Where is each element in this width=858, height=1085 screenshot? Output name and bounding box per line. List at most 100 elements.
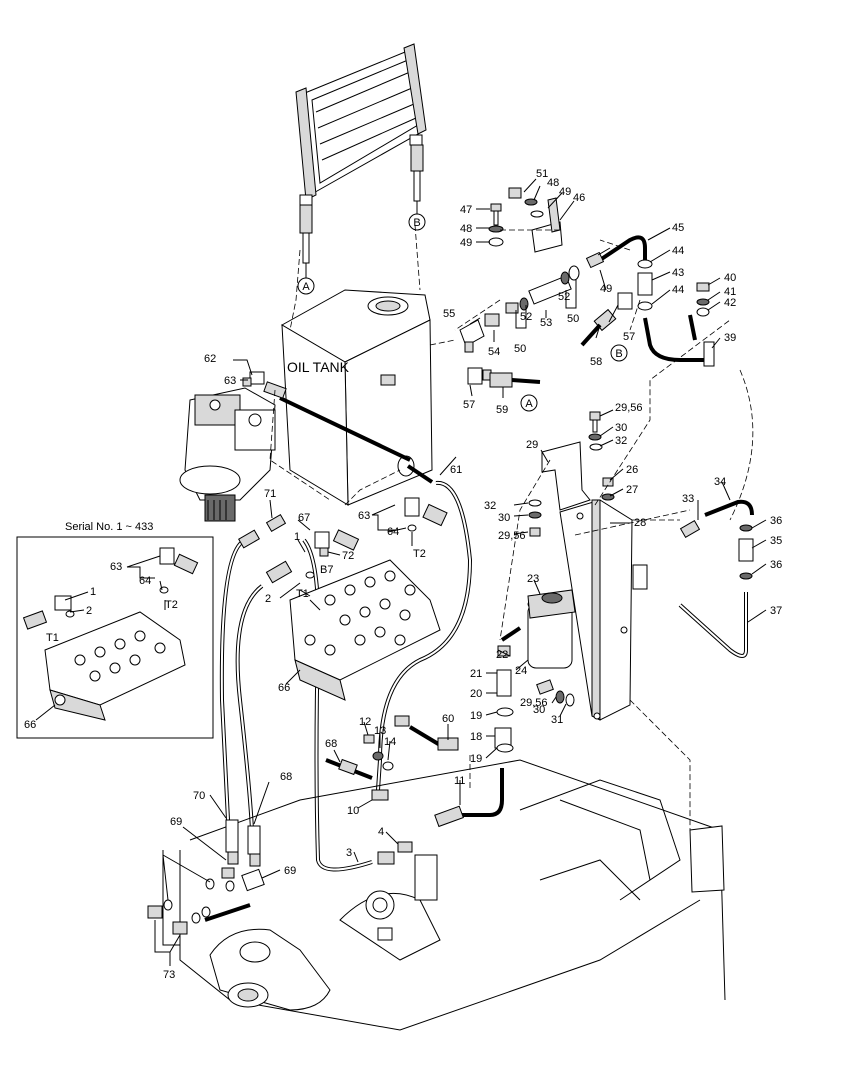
hose-32-33 bbox=[738, 524, 754, 580]
label-31: 34 bbox=[714, 476, 726, 488]
fitting-51 bbox=[484, 313, 500, 327]
label-62b: 63 bbox=[110, 561, 122, 573]
label-22: 24 bbox=[515, 665, 527, 677]
label-53a: 57 bbox=[463, 399, 475, 411]
label-44a: 48 bbox=[547, 177, 559, 189]
label-59: 60 bbox=[442, 713, 454, 725]
tank-plug bbox=[380, 374, 396, 386]
label-71: 72 bbox=[342, 550, 354, 562]
control-valve-main bbox=[289, 559, 441, 701]
marker-b-top: B bbox=[408, 213, 426, 231]
fitting-30 bbox=[679, 519, 701, 539]
label-28c: 30 bbox=[533, 704, 545, 716]
label-45b: 49 bbox=[460, 237, 472, 249]
fittings-10-14 bbox=[363, 734, 394, 801]
label-t1a: T1 bbox=[296, 588, 309, 600]
pump-fitting bbox=[242, 371, 411, 462]
label-36: 40 bbox=[724, 272, 736, 284]
label-67: 68 bbox=[280, 771, 292, 783]
label-27a: 29,56 bbox=[615, 402, 643, 414]
label-40a: 44 bbox=[672, 245, 684, 257]
label-14: 14 bbox=[384, 736, 396, 748]
connection-dashes bbox=[269, 224, 754, 830]
label-48b: 50 bbox=[514, 343, 526, 355]
label-40b: 44 bbox=[672, 284, 684, 296]
label-29-56a: 32 bbox=[615, 435, 627, 447]
label-69: 70 bbox=[193, 790, 205, 802]
bolts-36-38 bbox=[696, 282, 710, 317]
label-64a: 66 bbox=[278, 682, 290, 694]
label-57: 68 bbox=[325, 738, 337, 750]
label-19: 21 bbox=[470, 668, 482, 680]
label-1a: 1 bbox=[294, 531, 300, 543]
tee-52 bbox=[459, 319, 485, 353]
label-34: 37 bbox=[770, 605, 782, 617]
fitting-53-right bbox=[617, 292, 633, 310]
label-33a: 36 bbox=[770, 515, 782, 527]
label-68a: 69 bbox=[170, 816, 182, 828]
label-26: 29 bbox=[526, 439, 538, 451]
label-2a: 2 bbox=[265, 593, 271, 605]
label-68b: 69 bbox=[284, 865, 296, 877]
label-32: 35 bbox=[770, 535, 782, 547]
part-labels: 51 48 49 46 47 48 49 45 44 43 44 40 41 4… bbox=[24, 168, 782, 981]
label-49a: 52 bbox=[558, 291, 570, 303]
label-51: 54 bbox=[488, 346, 500, 358]
label-49b: 52 bbox=[520, 311, 532, 323]
label-48a: 50 bbox=[567, 313, 579, 325]
cooler-fitting-a bbox=[299, 204, 313, 278]
label-33b: 36 bbox=[770, 559, 782, 571]
label-37: 41 bbox=[724, 286, 736, 298]
label-39: 43 bbox=[672, 267, 684, 279]
marker-a-top: A bbox=[297, 277, 315, 295]
fittings-1-2-main bbox=[265, 560, 315, 584]
hose-59-to-11 bbox=[394, 715, 459, 751]
label-29: 31 bbox=[551, 714, 563, 726]
label-28a: 30 bbox=[615, 422, 627, 434]
label-43: 47 bbox=[460, 204, 472, 216]
label-64b: 66 bbox=[24, 719, 36, 731]
pipe-35 bbox=[643, 314, 715, 367]
hydraulic-pump bbox=[179, 387, 276, 522]
label-38: 42 bbox=[724, 297, 736, 309]
label-42: 46 bbox=[573, 192, 585, 204]
leader-lines bbox=[35, 178, 767, 966]
hose-69 bbox=[219, 540, 244, 821]
label-35: 39 bbox=[724, 332, 736, 344]
upper-frame bbox=[179, 759, 726, 1031]
label-28b: 30 bbox=[498, 512, 510, 524]
label-t2a: T2 bbox=[413, 548, 426, 560]
boom-foot bbox=[204, 903, 331, 1011]
svg-text:A: A bbox=[302, 281, 310, 293]
label-61: 63 bbox=[224, 375, 236, 387]
label-4: 4 bbox=[378, 826, 384, 838]
hose-3 bbox=[302, 538, 373, 872]
inset-title: Serial No. 1 ~ 433 bbox=[65, 521, 153, 533]
markers-mid: B A bbox=[520, 344, 628, 412]
label-47: 51 bbox=[536, 168, 548, 180]
tank-label: OIL TANK bbox=[287, 359, 350, 375]
hose-57 bbox=[325, 758, 373, 780]
label-27b: 29,56 bbox=[498, 530, 526, 542]
label-12: 12 bbox=[359, 716, 371, 728]
label-17a: 19 bbox=[470, 710, 482, 722]
label-11: 11 bbox=[454, 775, 465, 787]
tank-outlet-pipe bbox=[397, 455, 434, 484]
filter-21 bbox=[527, 589, 576, 669]
fitting-4 bbox=[377, 841, 413, 865]
label-60: 62 bbox=[204, 353, 216, 365]
label-58: 61 bbox=[450, 464, 462, 476]
label-21: 23 bbox=[527, 573, 539, 585]
label-20: 22 bbox=[496, 649, 508, 661]
label-52: 55 bbox=[443, 308, 455, 320]
hose-58 bbox=[376, 480, 473, 791]
pipe-11 bbox=[434, 768, 504, 828]
label-b7: B7 bbox=[320, 564, 333, 576]
label-t1b: T1 bbox=[46, 632, 59, 644]
label-29-56b: 32 bbox=[484, 500, 496, 512]
bolts-27-29 bbox=[528, 411, 615, 537]
svg-text:B: B bbox=[615, 348, 622, 360]
label-18: 20 bbox=[470, 688, 482, 700]
label-41: 45 bbox=[672, 222, 684, 234]
